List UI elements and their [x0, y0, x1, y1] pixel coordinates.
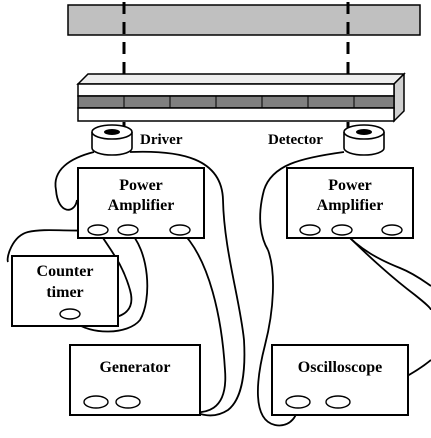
connector [299, 224, 321, 236]
detector-label: Detector [268, 132, 323, 148]
oscilloscope-label: Oscilloscope [298, 359, 382, 376]
counter-timer-line1: Counter [37, 263, 94, 280]
power-amplifier-right-line2: Amplifier [317, 197, 384, 214]
connector [87, 224, 109, 236]
connector [381, 224, 403, 236]
power-amplifier-left-line2: Amplifier [108, 197, 175, 214]
connector [59, 308, 81, 320]
connector [285, 395, 311, 409]
generator [69, 344, 201, 416]
connector [331, 224, 353, 236]
connector [115, 395, 141, 409]
power-amplifier-left-line1: Power [119, 177, 163, 194]
connector [325, 395, 351, 409]
rod-assembly [76, 72, 406, 123]
sample-bar [67, 4, 421, 36]
driver-label: Driver [140, 132, 183, 148]
connector [117, 224, 139, 236]
connector [83, 395, 109, 409]
detector-coil [343, 124, 385, 156]
counter-timer-line2: timer [46, 284, 83, 301]
connector [169, 224, 191, 236]
driver-coil [91, 124, 133, 156]
power-amplifier-right-line1: Power [328, 177, 372, 194]
wires [6, 150, 431, 427]
generator-label: Generator [99, 359, 170, 376]
